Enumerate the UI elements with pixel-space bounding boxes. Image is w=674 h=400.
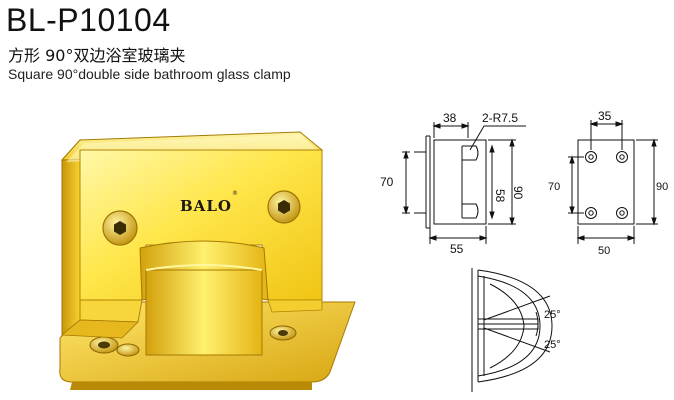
clamp-product-image: BALO ® [59,131,356,390]
side-dim-bottom: 55 [450,242,464,256]
front-dim-left: 70 [548,181,560,193]
face-screw-left-icon [102,210,138,246]
front-dim-right: 90 [656,181,668,193]
angle-lower: 25° [544,339,561,351]
angle-upper: 25° [544,309,561,321]
side-dim-inner: 58 [493,189,507,203]
side-dim-top: 38 [443,111,457,125]
brand-logo: BALO [180,197,232,215]
front-dim-top: 35 [598,109,612,123]
side-dim-outer: 90 [511,186,525,200]
face-screw-right-icon [267,190,301,224]
title-chinese: 方形 90°双边浴室玻璃夹 [8,46,186,65]
base-screw-mid-icon [116,343,140,357]
front-view-drawing [568,120,658,244]
side-dim-left: 70 [380,175,394,189]
rotation-view-drawing [471,268,553,392]
model-number: BL-P10104 [6,2,171,38]
title-english: Square 90°double side bathroom glass cla… [8,66,291,82]
registered-mark-icon: ® [232,190,238,197]
side-view-drawing [402,122,526,244]
side-dim-radius: 2-R7.5 [482,111,518,125]
front-dim-bottom: 50 [598,245,610,257]
